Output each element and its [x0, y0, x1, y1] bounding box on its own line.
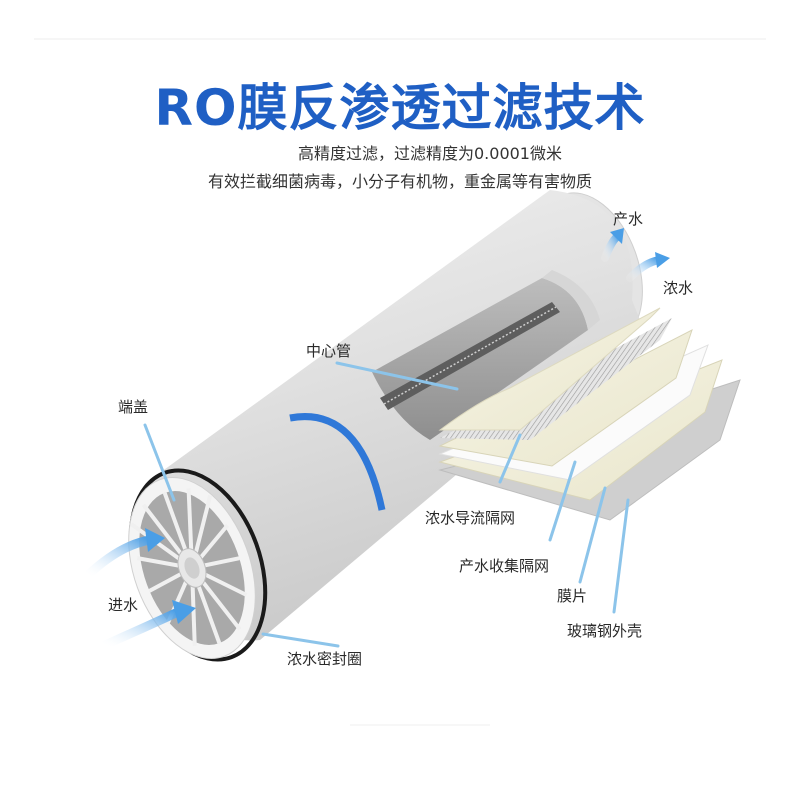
label-concentrate-spacer: 浓水导流隔网: [425, 509, 516, 527]
inlet-arrow-upper: [83, 528, 165, 580]
label-center-tube: 中心管: [306, 342, 352, 360]
leader-center-tube: [335, 361, 459, 391]
leader-seal: [261, 632, 340, 648]
product-water-arrow: [601, 228, 624, 262]
label-end-cap: 端盖: [118, 398, 149, 416]
cutaway-edge: [542, 270, 600, 330]
subtitle-line-2: 有效拦截细菌病毒，小分子有机物，重金属等有害物质: [207, 172, 592, 191]
leader-lines: [143, 361, 630, 648]
leader-membrane: [578, 486, 607, 584]
label-concentrate: 浓水: [663, 279, 694, 297]
label-permeate-spacer: 产水收集隔网: [459, 557, 550, 575]
membrane-layers: [438, 307, 741, 521]
end-cap: [128, 476, 256, 660]
label-concentrate-seal: 浓水密封圈: [287, 650, 363, 668]
leader-concentrate-spacer: [498, 433, 522, 484]
leader-permeate-spacer: [548, 460, 577, 542]
label-product-water: 产水: [613, 210, 644, 228]
leader-end-cap: [143, 423, 176, 502]
leader-frp-shell: [612, 498, 630, 614]
center-tube-holes: [383, 306, 557, 405]
label-frp-shell: 玻璃钢外壳: [567, 622, 643, 640]
bottom-divider: [350, 724, 490, 726]
inlet-arrow-lower: [100, 600, 196, 650]
page-title: RO膜反渗透过滤技术: [154, 79, 646, 137]
blue-ring: [289, 413, 386, 511]
label-inlet-water: 进水: [108, 596, 139, 614]
label-membrane-sheet: 膜片: [557, 587, 588, 605]
concentrate-arrow: [626, 252, 670, 282]
top-divider: [34, 38, 766, 40]
subtitle-line-1: 高精度过滤，过滤精度为0.0001微米: [298, 144, 562, 163]
